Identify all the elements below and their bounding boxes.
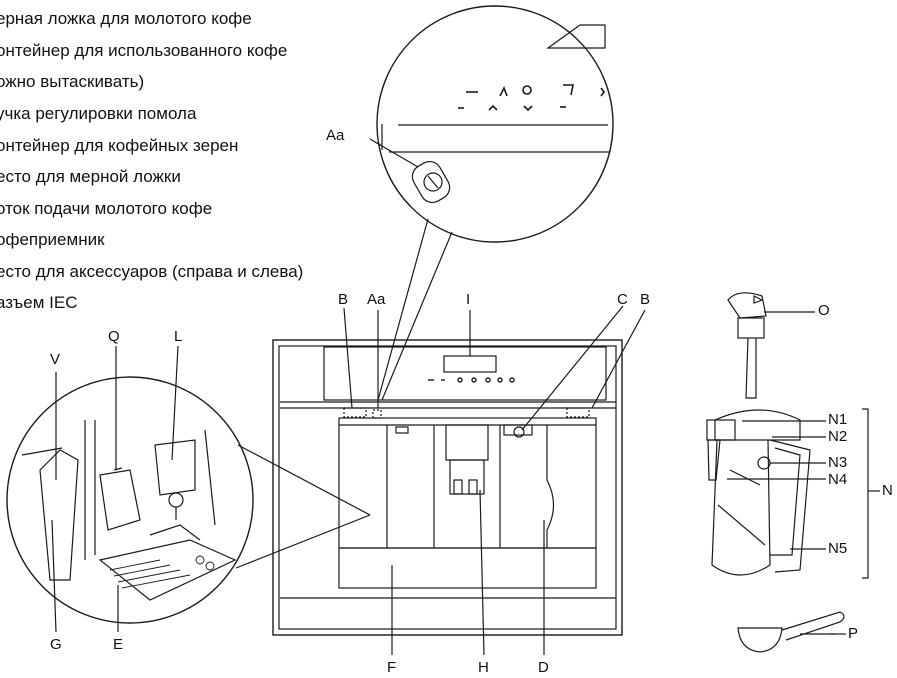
legend-item: учка регулировки помола [0,104,197,123]
label-n1: N1 [828,411,848,428]
label-q: Q [108,328,120,345]
label-n: N [882,482,893,499]
legend-item: ерная ложка для молотого кофе [0,9,252,28]
leader-lines [51,305,846,656]
label-b-left: B [338,291,349,308]
milk-jug-n [706,408,880,579]
legend-item: онтейнер для кофейных зерен [0,136,239,155]
label-g: G [50,636,62,653]
label-p: P [848,625,859,642]
label-c: C [617,291,628,308]
label-n4: N4 [828,471,848,488]
label-h: H [478,659,489,676]
legend-item: есто для аксессуаров (справа и слева) [0,262,304,281]
detail-magnifier-left [6,376,371,624]
legend-item: онтейнер для использованного кофе [0,41,288,60]
label-o: O [818,302,830,319]
detail-magnifier-top [369,5,614,401]
measuring-spoon-p [737,611,845,653]
spoon-holder-detail [411,160,451,204]
label-v: V [50,351,61,368]
legend-item: есто для мерной ложки [0,167,181,186]
label-aa-top: Aa [367,291,386,308]
label-d: D [538,659,549,676]
label-n3: N3 [828,454,848,471]
coffee-machine [272,339,623,636]
legend-item: ожно вытаскивать) [0,72,145,91]
label-b-right: B [640,291,651,308]
accessory-o [727,292,815,399]
legend-item: азъем IEC [0,293,78,312]
legend-item: офеприемник [0,230,105,249]
label-i: I [466,291,471,308]
control-icons [458,84,605,112]
label-l: L [174,328,183,345]
label-n5: N5 [828,540,848,557]
label-n2: N2 [828,428,848,445]
label-aa-detail: Aa [326,127,345,144]
legend-item: оток подачи молотого кофе [0,199,213,218]
label-f: F [387,659,397,676]
label-e: E [113,636,124,653]
